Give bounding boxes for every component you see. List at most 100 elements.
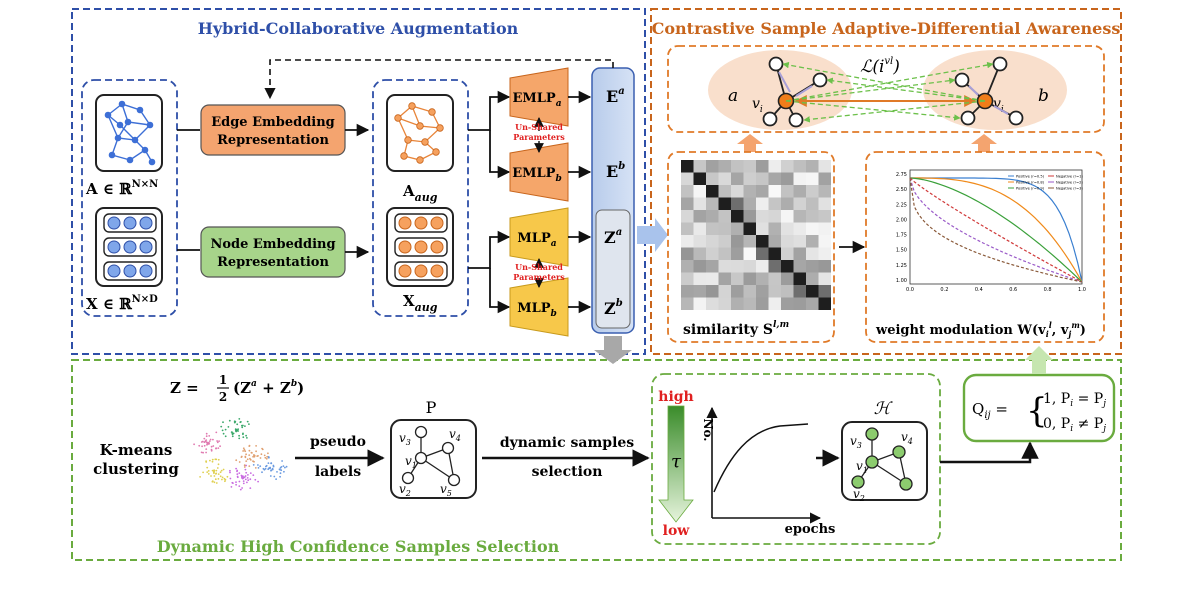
- heatmap-cell: [781, 197, 794, 210]
- cluster-point: [285, 465, 288, 468]
- augmented-graph-icon: [386, 94, 454, 172]
- heatmap-cell: [743, 272, 756, 285]
- cluster-point: [215, 447, 217, 450]
- heatmap-cell: [706, 197, 719, 210]
- panel-to-similarity-arrow: [637, 218, 668, 252]
- heatmap-cell: [731, 210, 744, 223]
- heatmap-cell: [706, 260, 719, 273]
- heatmap-cell: [806, 247, 819, 260]
- cluster-point: [272, 465, 275, 468]
- cluster-point: [240, 474, 243, 477]
- cluster-point: [224, 435, 227, 438]
- selection-curve-plot: [706, 406, 822, 524]
- cluster-point: [242, 436, 245, 439]
- heatmap-cell: [706, 272, 719, 285]
- augmentation-section-frame: [71, 8, 646, 355]
- heatmap-cell: [718, 247, 731, 260]
- cluster-point: [210, 445, 213, 448]
- edge-block-line1: Edge Embedding: [211, 115, 335, 130]
- heatmap-cell: [718, 272, 731, 285]
- vi-left-label: vi: [752, 96, 763, 115]
- heatmap-cell: [743, 222, 756, 235]
- cluster-point: [240, 455, 243, 458]
- heatmap-cell: [781, 222, 794, 235]
- input-group-frame: [81, 79, 178, 317]
- cluster-point: [208, 435, 211, 437]
- cluster-point: [217, 463, 220, 466]
- heatmap-cell: [693, 247, 706, 260]
- heatmap-cell: [818, 185, 831, 198]
- heatmap-cell: [743, 185, 756, 198]
- cluster-point: [243, 476, 246, 478]
- heatmap-cell: [743, 197, 756, 210]
- heatmap-cell: [818, 260, 831, 273]
- cluster-point: [248, 465, 251, 467]
- weight-ytick: 1.75: [896, 233, 907, 239]
- heatmap-cell: [793, 247, 806, 260]
- cluster-point: [241, 487, 244, 489]
- cluster-point: [282, 465, 285, 467]
- q-label: Qij =: [972, 400, 1008, 421]
- z-formula-num: 1: [219, 373, 227, 387]
- heatmap-cell: [693, 210, 706, 223]
- heatmap-cell: [768, 222, 781, 235]
- heatmap-cell: [768, 285, 781, 298]
- heatmap-cell: [756, 160, 769, 173]
- cluster-point: [211, 480, 214, 483]
- cluster-point: [205, 461, 208, 463]
- weight-label: weight modulation W(vil, vjm): [875, 320, 1086, 339]
- cluster-point: [222, 468, 225, 471]
- heatmap-cell: [781, 172, 794, 185]
- heatmap-cell: [718, 197, 731, 210]
- cluster-point: [279, 475, 281, 478]
- cluster-point: [231, 481, 234, 484]
- cluster-point: [241, 477, 244, 480]
- heatmap-cell: [781, 260, 794, 273]
- heatmap-cell: [706, 222, 719, 235]
- cluster-point: [198, 444, 201, 447]
- cluster-point: [202, 471, 205, 474]
- cluster-point: [213, 472, 215, 474]
- heatmap-cell: [731, 172, 744, 185]
- heatmap-cell: [768, 272, 781, 285]
- cluster-point: [252, 455, 255, 458]
- heatmap-cell: [818, 285, 831, 298]
- cluster-point: [207, 470, 210, 472]
- weight-ytick: 1.00: [896, 278, 907, 284]
- cluster-point: [235, 481, 237, 483]
- weight-frame: [865, 151, 1105, 343]
- cluster-point: [202, 451, 205, 454]
- tau-symbol: τ: [671, 451, 682, 472]
- selection-title: Dynamic High Confidence Samples Selectio…: [157, 537, 560, 556]
- heatmap-cell: [793, 172, 806, 185]
- weight-xtick: 0.4: [975, 287, 983, 293]
- cluster-point: [205, 451, 208, 454]
- heatmap-cell: [768, 160, 781, 173]
- heatmap-cell: [731, 160, 744, 173]
- cluster-point: [253, 455, 256, 458]
- cluster-point: [210, 475, 212, 477]
- cluster-point: [244, 468, 247, 471]
- heatmap-cell: [743, 235, 756, 248]
- heatmap-cell: [781, 297, 794, 310]
- z-a-label: Za: [604, 227, 622, 247]
- heatmap-cell: [768, 297, 781, 310]
- weight-legend-entry: Negative (r=2): [1056, 181, 1083, 185]
- heatmap-cell: [693, 222, 706, 235]
- view-a-label: a: [728, 86, 738, 106]
- weight-xtick: 0.0: [906, 287, 914, 293]
- cluster-point: [222, 432, 225, 435]
- z-formula-den: 2: [219, 390, 227, 404]
- cluster-point: [221, 476, 224, 479]
- heatmap-cell: [806, 172, 819, 185]
- cluster-point: [238, 480, 241, 483]
- heatmap-cell: [731, 222, 744, 235]
- heatmap-cell: [806, 272, 819, 285]
- node-block-line2: Representation: [217, 255, 329, 270]
- cluster-point: [193, 443, 196, 446]
- augmented-group-frame: [372, 79, 469, 317]
- emlp-b-label: EMLPb: [512, 166, 562, 184]
- cluster-point: [206, 466, 209, 469]
- heatmap-cell: [743, 247, 756, 260]
- cluster-point: [252, 460, 254, 463]
